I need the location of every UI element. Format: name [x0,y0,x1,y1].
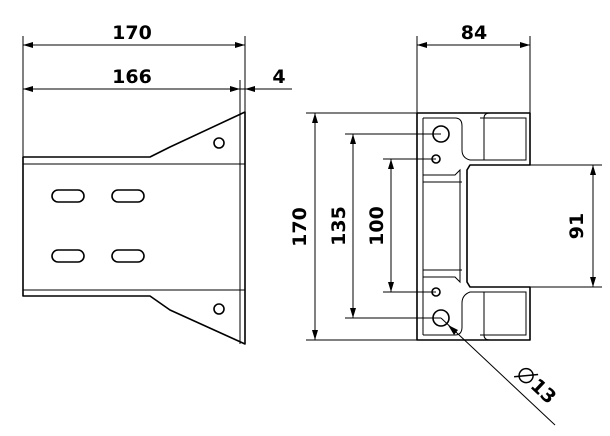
dim-label-91: 91 [566,213,588,239]
side-profile-outline [416,112,531,341]
slot-hole-1 [51,189,85,203]
dim-leader-diameter [440,317,556,426]
dim-label-170-front: 170 [112,22,152,44]
side-view [416,112,531,341]
slot-hole-2 [111,189,145,203]
side-lower-boss [423,291,491,341]
side-web [423,168,461,284]
dim-label-170-side: 170 [289,207,311,247]
front-view [22,111,246,345]
dim-label-diameter-group: 13 [514,367,560,409]
slot-hole-3 [51,249,85,263]
side-upper-boss [423,112,491,161]
front-flange-hole-top [213,137,225,149]
side-lower-box [480,291,527,336]
front-plate-outline [22,111,246,345]
dim-leader-arrow [448,325,458,335]
side-dimensions: 84 170 135 100 91 1 [289,22,602,426]
dim-label-135: 135 [328,206,350,246]
dim-label-84: 84 [461,22,487,44]
slot-hole-4 [111,249,145,263]
front-dimensions: 170 166 4 [22,22,292,157]
side-upper-box [480,117,527,161]
dim-label-166: 166 [112,66,152,88]
front-flange-hole-bottom [213,303,225,315]
dim-label-4: 4 [272,66,285,88]
dim-label-100: 100 [366,206,388,246]
